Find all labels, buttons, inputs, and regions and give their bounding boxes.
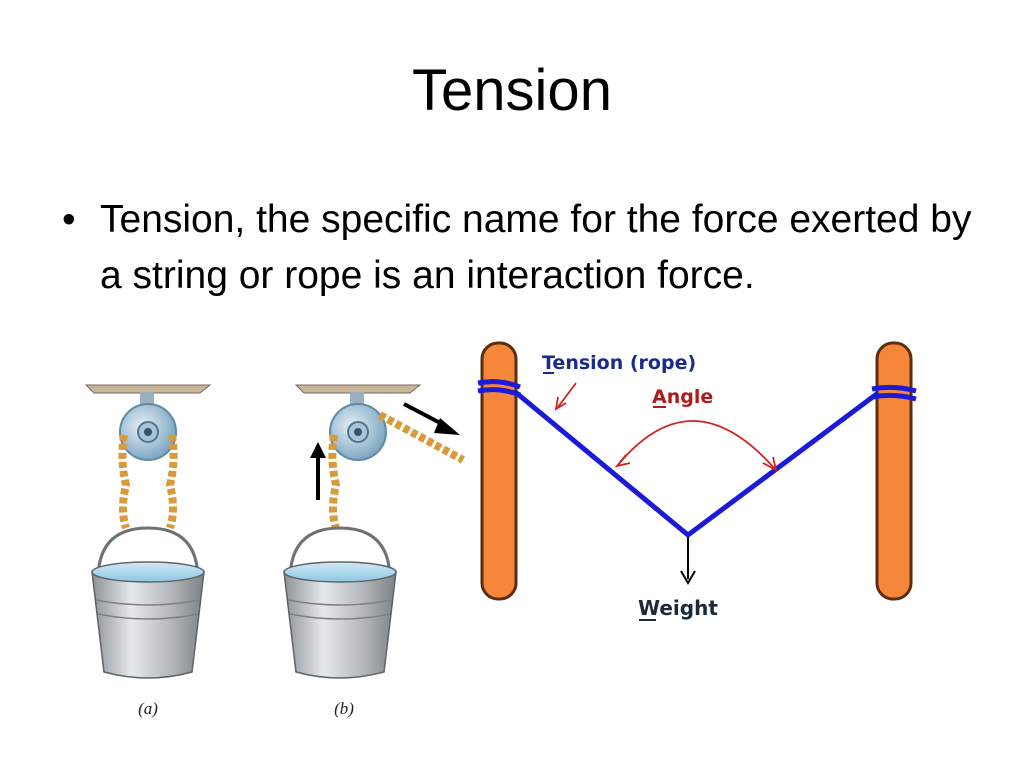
- caption-b: (b): [334, 699, 354, 718]
- slide-title: Tension: [412, 58, 612, 123]
- angle-label: Angle: [652, 386, 713, 408]
- right-post: [875, 341, 913, 601]
- bullet-list: • Tension, the specific name for the for…: [62, 192, 982, 304]
- tension-pointer-icon: [557, 382, 577, 408]
- tension-label: Tension (rope): [542, 352, 696, 374]
- pulley-setup-b: (b): [283, 384, 465, 718]
- caption-a: (a): [138, 699, 158, 718]
- pulley-setup-a: (a): [84, 384, 212, 718]
- bullet-marker: •: [62, 198, 76, 241]
- pulley-bucket-figure: (a) (b): [84, 384, 465, 718]
- rope: [512, 389, 880, 539]
- left-post: [480, 341, 518, 601]
- weight-label: Weight: [638, 596, 718, 620]
- bullet-text: Tension, the specific name for the force…: [100, 198, 972, 297]
- angle-arc: [617, 420, 776, 470]
- rope-tension-figure: Tension (rope) Angle Weight: [477, 341, 917, 621]
